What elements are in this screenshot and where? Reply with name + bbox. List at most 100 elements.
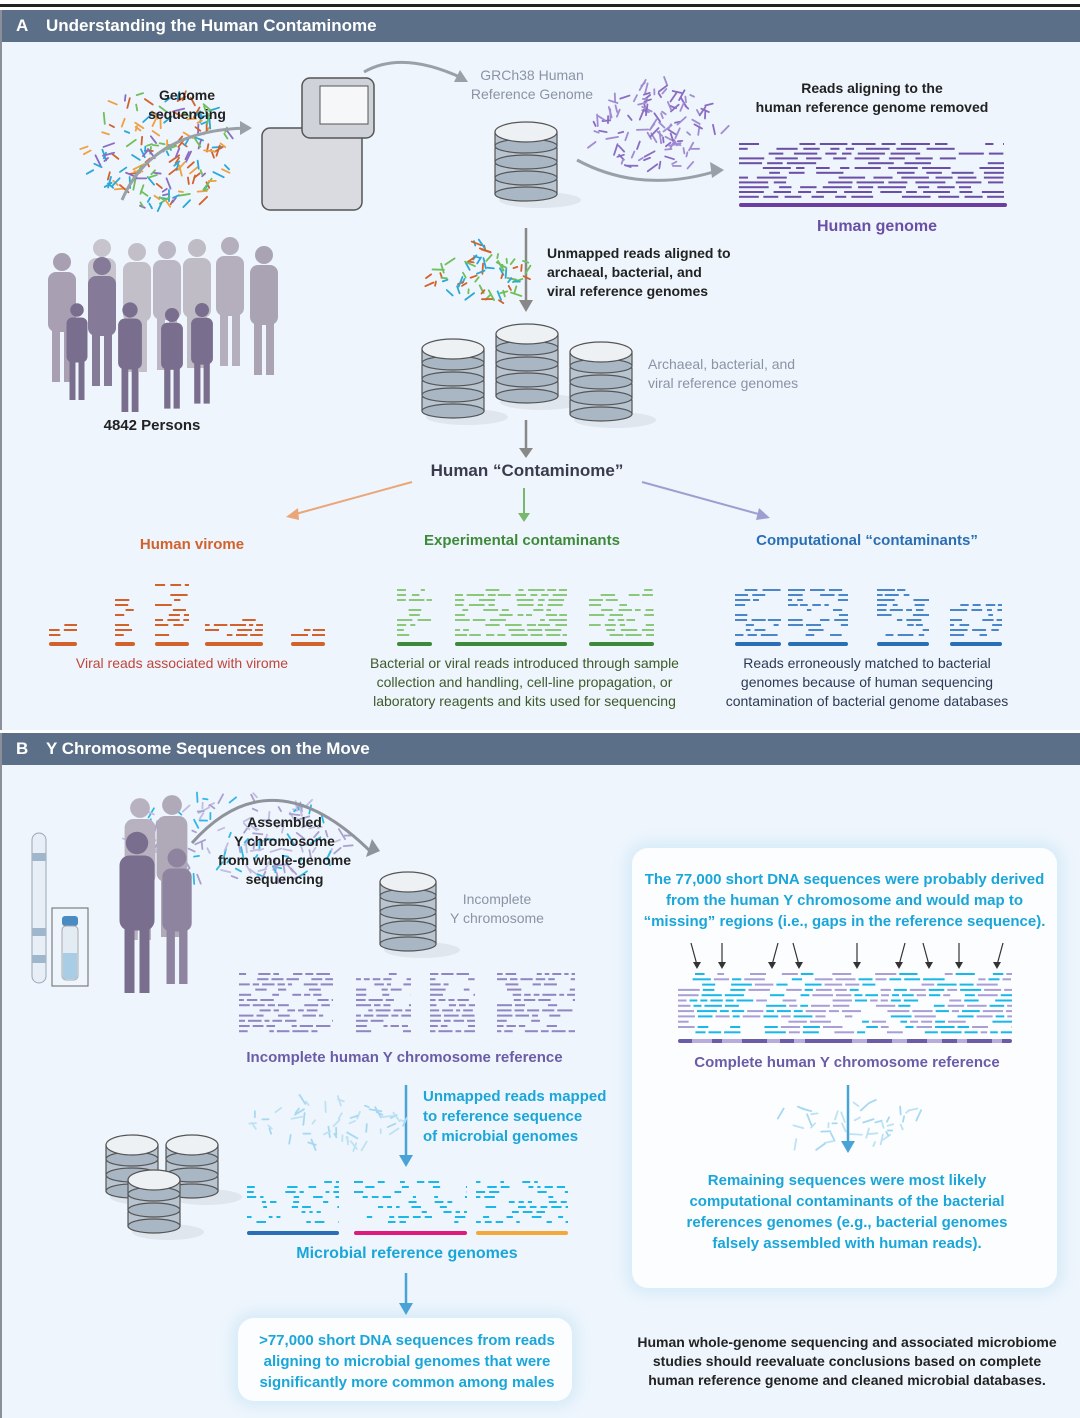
read-bar	[877, 594, 883, 596]
read-bar	[205, 629, 220, 631]
read-fragment	[247, 822, 258, 832]
read-fragment	[678, 89, 686, 101]
person-leg	[92, 331, 100, 386]
read-fragment	[852, 1101, 860, 1107]
read-bar	[430, 1025, 438, 1027]
genome-bar	[735, 642, 781, 646]
read-bar	[174, 599, 181, 601]
read-bar	[301, 1211, 306, 1213]
read-bar	[255, 988, 267, 991]
read-bar	[417, 619, 432, 621]
read-bar	[64, 624, 77, 626]
read-bar	[760, 634, 778, 636]
read-bar	[797, 599, 803, 601]
read-bar	[507, 988, 522, 991]
read-fragment	[502, 289, 506, 298]
read-bar	[689, 999, 698, 1002]
read-fragment	[348, 1120, 356, 1125]
read-fragment	[336, 1095, 342, 1107]
read-bar	[753, 599, 759, 601]
read-bar	[980, 1031, 988, 1034]
read-bar	[508, 629, 525, 631]
read-bar	[529, 1206, 537, 1208]
read-bar	[333, 1191, 339, 1193]
read-bar	[335, 1181, 339, 1183]
read-bar	[692, 978, 711, 981]
read-bar	[964, 195, 983, 198]
read-bar	[434, 1201, 444, 1203]
read-bar	[401, 1186, 409, 1188]
read-bar	[49, 629, 60, 631]
read-bar	[303, 629, 311, 631]
read-fragment	[596, 113, 599, 127]
read-bar	[548, 1196, 554, 1198]
read-bar	[546, 1025, 557, 1027]
reference-database-icon	[494, 121, 581, 208]
read-fragment	[464, 261, 471, 271]
read-bar	[466, 594, 485, 596]
read-fragment	[299, 870, 308, 877]
read-bar	[904, 162, 931, 165]
gap-segment	[852, 1039, 867, 1043]
read-bar	[115, 634, 124, 636]
read-bar	[408, 609, 422, 611]
read-bar	[478, 599, 496, 601]
read-fragment	[643, 150, 656, 158]
read-bar	[504, 1030, 513, 1033]
read-bar	[544, 973, 550, 975]
read-bar	[497, 1009, 512, 1012]
read-fragment	[834, 1110, 839, 1121]
read-fragment	[313, 831, 320, 838]
read-bar	[183, 619, 189, 621]
person-head	[93, 239, 111, 257]
read-bar	[410, 624, 416, 626]
read-bar	[938, 195, 960, 198]
read-fragment	[441, 278, 449, 283]
read-fragment	[261, 870, 267, 880]
read-bar	[239, 973, 247, 975]
read-fragment	[221, 168, 231, 174]
read-bar	[262, 983, 275, 986]
read-bar	[833, 609, 843, 611]
read-bar	[311, 1030, 318, 1033]
read-bar	[569, 988, 575, 991]
read-fragment	[274, 863, 288, 867]
human-genome-label: Human genome	[816, 218, 937, 235]
person-head	[158, 241, 176, 259]
read-fragment	[664, 155, 675, 161]
db-top	[379, 871, 437, 893]
read-fragment	[311, 846, 317, 854]
read-fragment	[219, 142, 227, 149]
read-fragment	[288, 813, 301, 817]
read-bar	[386, 983, 392, 986]
read-bar	[766, 1010, 774, 1013]
read-bar	[483, 609, 499, 611]
read-bar	[990, 1031, 998, 1034]
read-fragment	[151, 130, 161, 137]
gap-arrow	[922, 942, 930, 966]
read-fragment	[434, 280, 437, 287]
read-bar	[278, 1030, 290, 1033]
read-bar	[747, 1010, 764, 1013]
read-fragment	[674, 127, 681, 140]
read-fragment	[94, 154, 102, 167]
read-fragment	[669, 141, 675, 150]
read-bar	[537, 1191, 547, 1193]
read-bar	[947, 1004, 965, 1007]
db-top	[165, 1134, 219, 1156]
read-fragment	[177, 190, 184, 193]
read-bar	[485, 589, 500, 591]
read-bar	[363, 978, 370, 981]
read-bar	[739, 195, 759, 198]
read-fragment	[196, 190, 208, 193]
read-fragment	[106, 171, 111, 181]
read-bar	[884, 594, 899, 596]
read-bar	[272, 1019, 279, 1022]
read-bar	[381, 988, 388, 991]
read-fragment	[867, 1132, 879, 1135]
incomplete-ref-label: Incomplete human Y chromosome reference	[246, 1049, 563, 1066]
read-bar	[702, 983, 716, 986]
read-fragment	[147, 174, 158, 179]
read-bar	[773, 181, 787, 184]
read-bar	[312, 634, 325, 636]
